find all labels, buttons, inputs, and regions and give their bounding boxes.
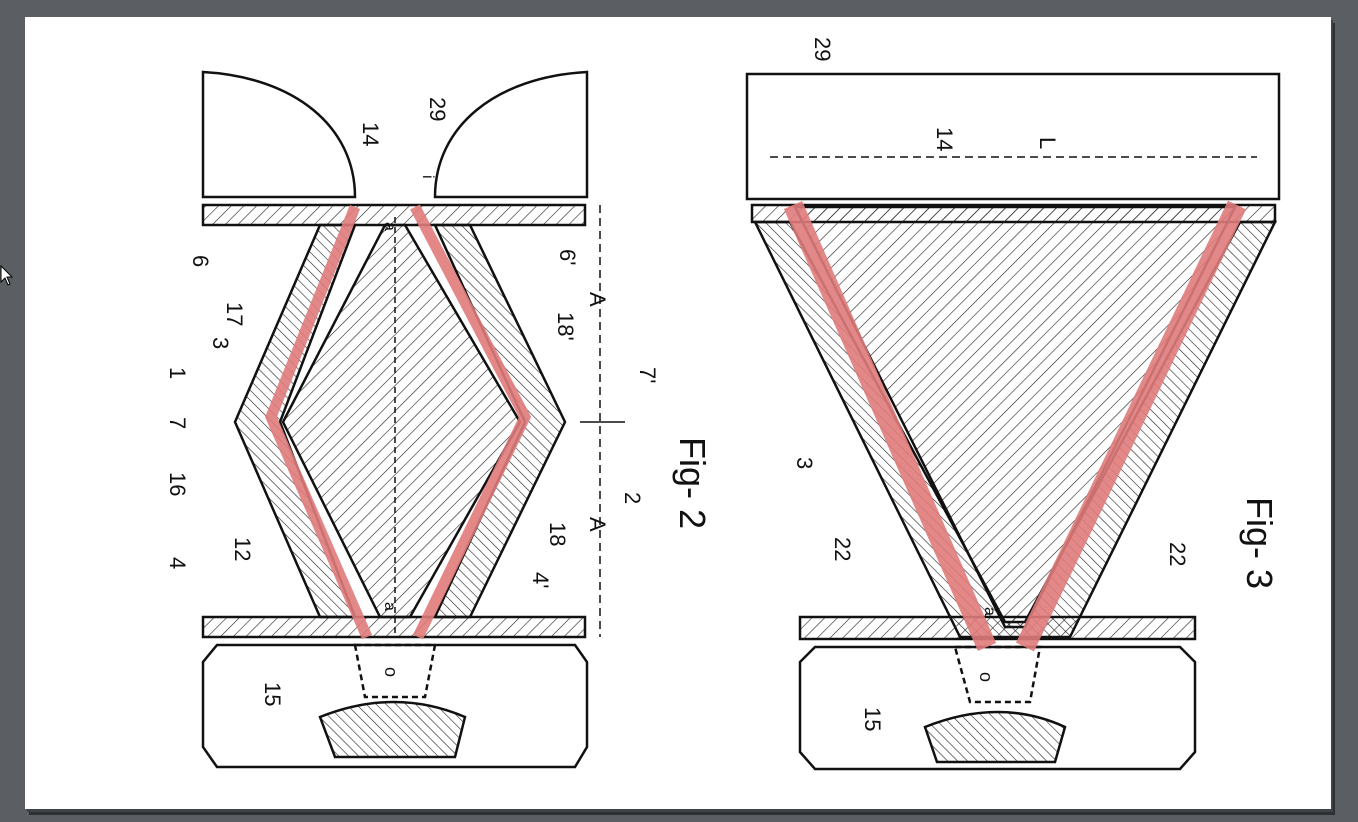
fig2-label-6prime: 6' [555,249,580,265]
fig3-drawing [745,72,1281,771]
arrow-cursor-icon [0,264,14,292]
document-page: 29 14 6 6' 17 3 18' 7' 1 7 16 2 A A 18 1… [25,17,1331,809]
fig2-label-7: 7 [165,417,190,429]
fig2-label-a-upper: A [585,292,610,307]
fig2-label-16: 16 [165,472,190,496]
fig2-label-4prime: 4' [528,572,553,588]
fig3-label-L: L [1035,137,1060,149]
fig2-label-17: 17 [222,302,247,326]
fig3-labels: 29 14 L 3 22 22 a o 15 Fig- 3 [792,37,1280,731]
fig3-label-22-left: 22 [830,537,855,561]
fig3-label-29: 29 [810,37,835,61]
fig2-label-14: 14 [358,122,383,146]
fig3-label-15: 15 [860,707,885,731]
fig2-label-a-lower: A [585,517,610,532]
fig2-labels: 29 14 6 6' 17 3 18' 7' 1 7 16 2 A A 18 1… [165,97,713,706]
fig2-highlights [265,204,532,640]
fig2-label-12: 12 [230,537,255,561]
fig3-label-a: a [981,607,998,616]
fig3-label-o: o [976,672,996,682]
fig2-label-4: 4 [165,557,190,569]
fig2-label-7prime: 7' [635,367,660,383]
fig2-label-18prime: 18' [553,312,578,341]
fig2-label-18: 18 [545,522,570,546]
fig2-label-15: 15 [260,682,285,706]
fig3-label-14: 14 [932,127,957,151]
fig2-caption: Fig- 2 [672,437,713,529]
fig2-label-a-top: a [381,222,398,231]
fig2-label-6: 6 [188,255,213,267]
fig2-label-3: 3 [208,337,233,349]
fig2-label-o: o [381,667,401,677]
fig3-label-22-right: 22 [1165,542,1190,566]
fig2-label-a-bottom: a [381,602,398,611]
fig3-label-3: 3 [792,457,817,469]
fig2-label-2: 2 [620,492,645,504]
patent-drawing: 29 14 6 6' 17 3 18' 7' 1 7 16 2 A A 18 1… [165,37,1281,771]
fig3-caption: Fig- 3 [1239,497,1280,589]
fig2-drawing [201,70,625,769]
fig2-label-i: i [419,175,436,179]
fig2-label-29: 29 [425,97,450,121]
fig3-highlights [783,200,1247,652]
fig2-label-1: 1 [165,367,190,379]
